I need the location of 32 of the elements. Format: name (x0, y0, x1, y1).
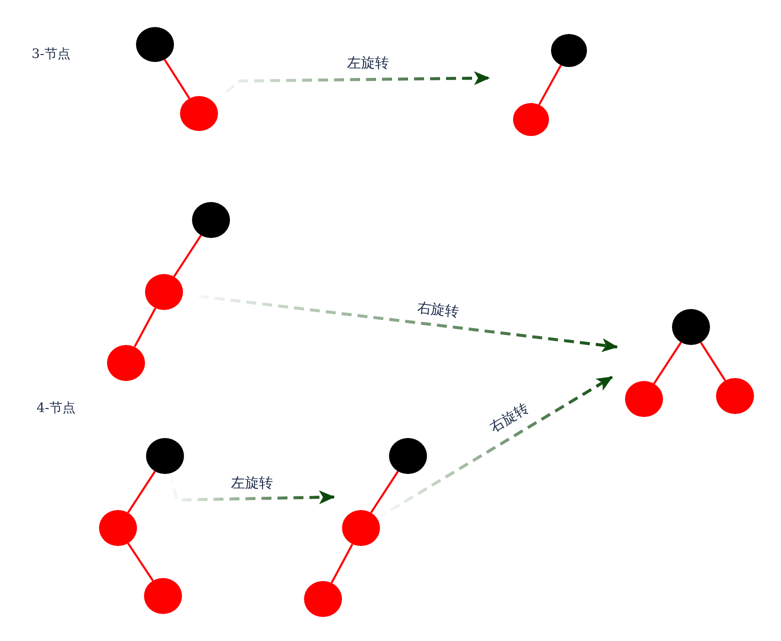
tree-link (134, 308, 156, 348)
tree-node (304, 581, 342, 617)
tree-node (146, 438, 184, 474)
tree-link (330, 544, 354, 584)
tree-node (513, 103, 549, 136)
tree-node (389, 438, 427, 474)
tree-node (99, 510, 137, 546)
tree-node (551, 34, 587, 67)
row-label: 3-节点 (32, 48, 70, 62)
tree-link (653, 342, 682, 384)
tree-link (538, 64, 562, 106)
tree-link (127, 470, 156, 514)
tree-link (173, 234, 202, 278)
tree-node (716, 378, 754, 414)
tree-node (625, 381, 663, 417)
edge-label: 右旋转 (488, 402, 532, 436)
edge-label: 左旋转 (347, 56, 389, 72)
edge-label: 左旋转 (231, 476, 273, 492)
edge-label: 右旋转 (416, 301, 460, 321)
tree-node (342, 510, 380, 546)
tree-link (700, 342, 726, 382)
tree-node (107, 345, 145, 381)
row-label: 4-节点 (36, 402, 76, 416)
tree-node (672, 309, 710, 345)
tree-link (370, 470, 399, 514)
tree-node (180, 96, 218, 131)
tree-link (127, 542, 154, 582)
tree-node (144, 578, 182, 614)
tree-node (136, 27, 174, 62)
tree-node (192, 202, 230, 238)
tree-node (145, 274, 183, 310)
tree-link (164, 59, 190, 99)
